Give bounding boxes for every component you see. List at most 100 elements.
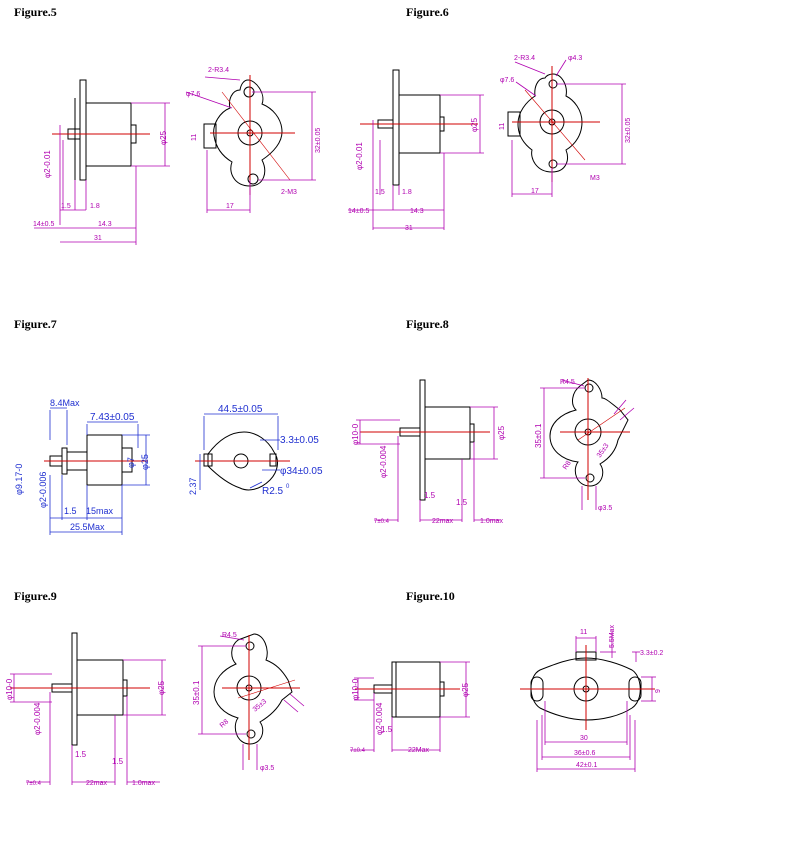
dim-dia10: φ10-0: [351, 423, 360, 445]
dim-dia25: φ25: [461, 682, 470, 697]
dim-8-4max: 8.4Max: [50, 398, 80, 408]
dim-1-5b: 1.5: [456, 498, 468, 507]
figure-5-title: Figure.5: [14, 5, 57, 19]
dim-35: 35±0.1: [192, 680, 201, 705]
dim-35-3: 35±3: [252, 698, 268, 713]
dim-r8: R8: [219, 718, 230, 729]
mounting-flange: [213, 79, 283, 187]
dim-14: 14±0.5: [348, 208, 369, 215]
dim-1-5: 1.5: [381, 725, 393, 734]
dim-22max: 22max: [86, 780, 108, 787]
dim-r8: R8: [562, 460, 573, 471]
dim-dia25: φ25: [497, 425, 506, 440]
dim-dia10: φ10-0: [5, 678, 14, 700]
mounting-flange: [549, 379, 629, 487]
dim-17: 17: [531, 188, 539, 195]
dim-shaft: φ2-0.004: [375, 702, 384, 735]
right-tab: [269, 453, 277, 467]
dim-15max: 15max: [86, 506, 114, 516]
figure-7-drawing: 8.4Max 7.43±0.05 φ9.17-0 φ2-0.006 φ7 φ25…: [14, 398, 323, 535]
dim-dia25: φ25: [157, 680, 166, 695]
dim-dia4-3: φ4.3: [568, 55, 582, 62]
side-boss: [507, 111, 521, 137]
dim-25-5max: 25.5Max: [70, 522, 105, 532]
dim-dia3-5: φ3.5: [598, 505, 612, 512]
dim-3-3: 3.3±0.2: [640, 650, 663, 657]
dim-14: 14±0.5: [33, 221, 54, 228]
dim-shaft: φ2-0.004: [33, 702, 42, 735]
figure-6-drawing: φ25 φ2-0.01 1.5 1.8 14±0.5 14.3 31 2-R3.…: [348, 55, 632, 232]
dim-shaft: φ2-0.01: [355, 142, 364, 170]
mount-plate: [392, 69, 400, 186]
dim-36: 36±0.6: [574, 750, 595, 757]
dim-r3-4: 2-R3.4: [514, 55, 535, 62]
dim-9: 9: [655, 689, 662, 693]
dim-11: 11: [580, 629, 587, 636]
dim-35-3: 35±3: [596, 442, 611, 459]
figure-10-drawing: φ10-0 φ2-0.004 φ25 1.5 7±0.4 22Max: [350, 625, 663, 772]
figure-9-title: Figure.9: [14, 589, 57, 603]
side-boss: [203, 123, 217, 149]
mount-hole-bottom: [548, 159, 558, 169]
motor-body: [424, 406, 471, 460]
dim-42: 42±0.1: [576, 762, 597, 769]
dim-1-5: 1.5: [61, 203, 71, 210]
dim-m3: M3: [590, 175, 600, 182]
dim-shaft: φ2-0.01: [43, 150, 52, 178]
mount-hole-bottom: [247, 173, 259, 185]
dim-7: 7±0.4: [26, 781, 42, 787]
dim-11: 11: [191, 134, 198, 141]
dim-m3: 2-M3: [281, 189, 297, 196]
dim-1-5b: 1.5: [112, 757, 124, 766]
figure-7-title: Figure.7: [14, 317, 57, 331]
figure-8-side-view: [399, 379, 475, 501]
dim-dia7: φ7.6: [186, 91, 200, 98]
figure-5-side-view: [67, 79, 137, 181]
dim-1-5a: 1.5: [424, 491, 436, 500]
dim-dia34: φ34±0.05: [280, 466, 323, 477]
dim-14-3: 14.3: [410, 208, 424, 215]
dim-dia10: φ10-0: [351, 678, 360, 700]
mount-hole-top: [548, 79, 558, 89]
dim-dia7: φ7: [126, 457, 136, 468]
mount-hole-bottom: [585, 473, 595, 483]
mount-hole-bottom: [246, 729, 256, 739]
dim-1-8: 1.8: [402, 189, 412, 196]
mount-plate: [419, 379, 426, 501]
figure-6-title: Figure.6: [406, 5, 449, 19]
dim-31: 31: [94, 235, 102, 242]
dim-11: 11: [499, 123, 506, 130]
dim-22max: 22Max: [408, 747, 430, 754]
rear-boss: [469, 423, 475, 443]
dim-32: 32±0.05: [625, 118, 632, 143]
dim-1-0max: 1.0max: [132, 780, 155, 787]
dim-1-5a: 1.5: [75, 750, 87, 759]
figure-8-drawing: φ10-0 φ2-0.004 φ25 1.5 1.5 7±0.4 22max 1…: [351, 378, 635, 525]
dim-32: 32±0.05: [315, 128, 322, 153]
mount-plate: [79, 79, 87, 181]
dim-shaft-2: φ2-0.006: [38, 472, 48, 508]
figure-9-drawing: φ10-0 φ2-0.004 φ25 1.5 1.5 7±0.4 22max 1…: [5, 632, 305, 787]
dim-dia3-5: φ3.5: [260, 765, 274, 772]
dim-30: 30: [580, 735, 588, 742]
figure-5-drawing: φ25 φ2-0.01 1.5 1.8 14±0.5 14.3 31 2-R3.…: [33, 67, 322, 245]
dim-14-3: 14.3: [98, 221, 112, 228]
dim-dia25: φ25: [159, 130, 168, 145]
dim-dia25: φ25: [470, 117, 479, 132]
dim-3-3: 3.3±0.05: [280, 435, 319, 446]
dim-2-37: 2.37: [188, 477, 198, 495]
figure-8-title: Figure.8: [406, 317, 449, 331]
dim-r2-5: R2.5: [262, 486, 284, 497]
mounting-flange: [213, 633, 293, 745]
dim-shaft-9: φ9.17-0: [14, 464, 24, 495]
dim-r4-5: R4.5: [222, 632, 237, 639]
figure-9-side-view: [51, 632, 128, 746]
left-tab: [203, 453, 213, 467]
figure-8-front-view: [549, 379, 629, 487]
figure-10-title: Figure.10: [406, 589, 455, 603]
dim-7: 7±0.4: [350, 748, 366, 754]
dim-1-8: 1.8: [90, 203, 100, 210]
dim-22max: 22max: [432, 518, 454, 525]
rear-boss: [121, 447, 133, 473]
